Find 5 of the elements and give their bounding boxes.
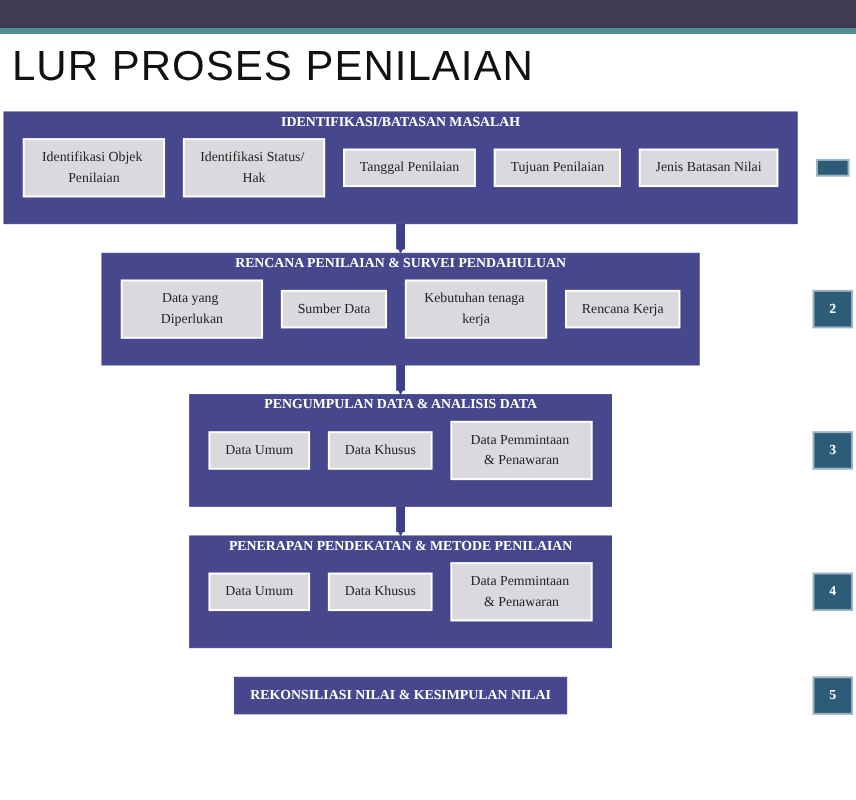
arrow: [396, 363, 405, 395]
arrow: [396, 221, 405, 254]
title: LUR PROSES PENILAIAN: [12, 44, 534, 92]
arrow: [396, 504, 405, 537]
node-box: [815, 158, 850, 177]
